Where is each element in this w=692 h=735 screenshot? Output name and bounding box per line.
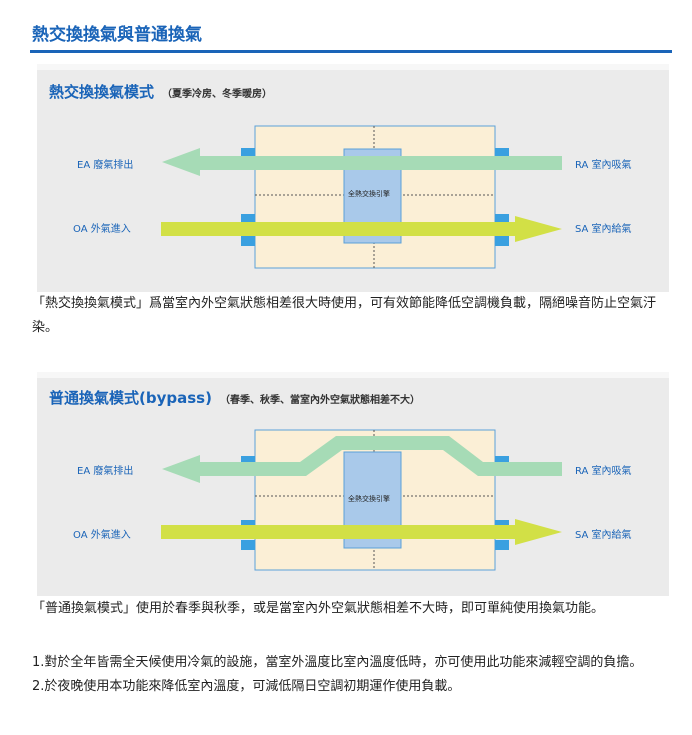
exhaust-arrow xyxy=(162,148,562,176)
port-ea xyxy=(241,148,255,158)
mode-title: 熱交換換氣模式（夏季冷房、冬季暖房） xyxy=(49,83,273,101)
ra-label: RA 室內吸氣 xyxy=(575,160,632,171)
supply-arrow xyxy=(161,216,562,242)
mode-subtitle: （春季、秋季、當室內外空氣狀態相差不大） xyxy=(219,395,420,406)
mode-title: 普通換氣模式(bypass)（春季、秋季、當室內外空氣狀態相差不大） xyxy=(49,389,420,407)
core-label: 全熱交換引擎 xyxy=(348,190,390,198)
page-title: 熱交換換氣與普通換氣 xyxy=(32,25,202,45)
port-oa-lower xyxy=(241,236,255,246)
heat-exchange-description: 「熱交換換氣模式」爲當室內外空氣狀態相差很大時使用，可有效節能降低空調機負載，隔… xyxy=(32,296,657,335)
core-label: 全熱交換引擎 xyxy=(348,495,390,503)
oa-label: OA 外氣進入 xyxy=(73,530,131,541)
bypass-description: 「普通換氣模式」使用於春季與秋季，或是當室內外空氣狀態相差不大時，即可單純使用換… xyxy=(32,601,605,616)
note-item: 1.對於全年皆需全天候使用冷氣的設施，當室外溫度比室內溫度低時，亦可使用此功能來… xyxy=(32,655,643,670)
ea-label: EA 廢氣排出 xyxy=(77,466,134,477)
note-item: 2.於夜晚使用本功能來降低室內溫度，可減低隔日空調初期運作使用負載。 xyxy=(32,679,461,694)
bypass-schematic xyxy=(37,372,669,571)
panel-top-band xyxy=(37,64,669,70)
sa-label: SA 室內給氣 xyxy=(575,224,632,235)
oa-label: OA 外氣進入 xyxy=(73,224,131,235)
port-sa-lower xyxy=(495,236,509,246)
port-oa-lower xyxy=(241,540,255,550)
ra-label: RA 室內吸氣 xyxy=(575,466,632,477)
port-sa-lower xyxy=(495,540,509,550)
title-rule xyxy=(30,50,672,53)
bypass-diagram: 普通換氣模式(bypass)（春季、秋季、當室內外空氣狀態相差不大） EA 廢氣… xyxy=(37,372,669,596)
bypass-notes: 1.對於全年皆需全天候使用冷氣的設施，當室外溫度比室內溫度低時，亦可使用此功能來… xyxy=(32,651,672,699)
sa-label: SA 室內給氣 xyxy=(575,530,632,541)
heat-exchange-diagram: 熱交換換氣模式（夏季冷房、冬季暖房） EA 廢氣排出 OA 外氣進入 RA 室內… xyxy=(37,64,669,292)
panel-top-band xyxy=(37,372,669,378)
supply-arrow xyxy=(161,519,562,545)
port-ra xyxy=(495,148,509,158)
mode-subtitle: （夏季冷房、冬季暖房） xyxy=(162,89,273,100)
port-sa xyxy=(495,214,509,224)
port-oa xyxy=(241,214,255,224)
bypass-exhaust-arrow xyxy=(162,436,562,483)
port-ra xyxy=(495,456,509,466)
ea-label: EA 廢氣排出 xyxy=(77,160,134,171)
heat-exchange-schematic xyxy=(37,64,669,269)
port-ea xyxy=(241,456,255,466)
